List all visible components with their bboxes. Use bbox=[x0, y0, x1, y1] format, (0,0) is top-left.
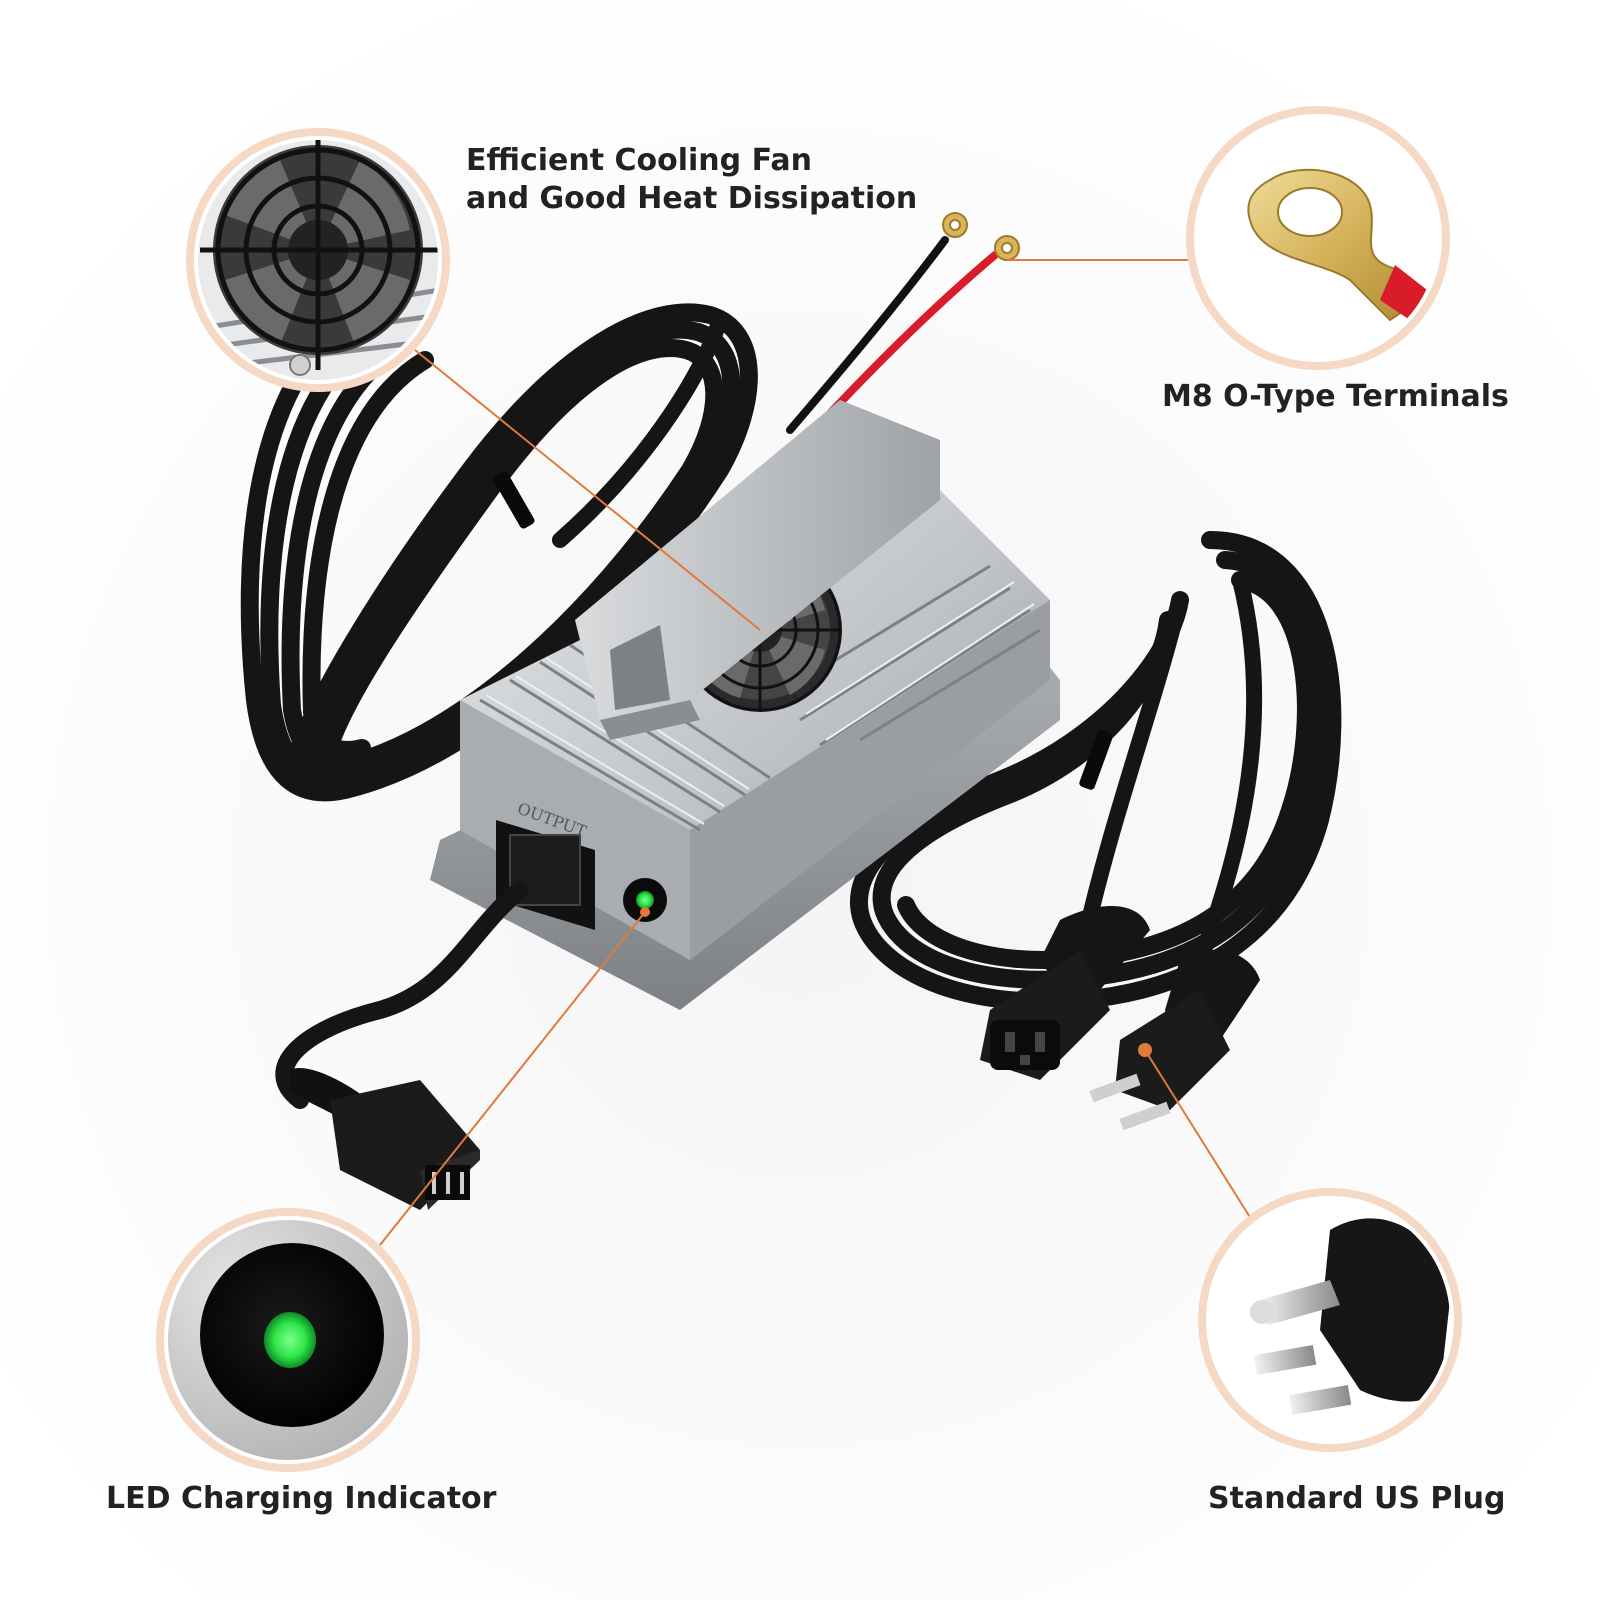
cable-tie bbox=[1079, 730, 1113, 790]
dc-cable-coil bbox=[240, 291, 758, 802]
led-indicator-icon bbox=[636, 891, 654, 909]
terminal-callout-label: M8 O-Type Terminals bbox=[1162, 379, 1509, 414]
callout-leaders bbox=[379, 259, 1259, 1246]
led-callout-label: LED Charging Indicator bbox=[106, 1481, 497, 1516]
fan-inset bbox=[186, 128, 450, 392]
plug-callout-label: Standard US Plug bbox=[1208, 1481, 1506, 1516]
iec-c14-connector bbox=[290, 1068, 480, 1210]
ring-terminal-inset bbox=[1186, 106, 1450, 370]
fan-callout-label: Efficient Cooling Fan and Good Heat Diss… bbox=[466, 142, 917, 218]
ac-cable-coil bbox=[849, 531, 1342, 1011]
ring-terminal-small bbox=[942, 212, 1020, 261]
us-plug-connector bbox=[1089, 949, 1260, 1131]
iec-c13-connector bbox=[980, 906, 1150, 1080]
output-cable bbox=[275, 881, 529, 1109]
fan-callout-line-1: Efficient Cooling Fan bbox=[466, 143, 812, 178]
charger-body: OUTPUT bbox=[430, 400, 1060, 1010]
cable-tie bbox=[493, 471, 535, 529]
fan-callout-line-2: and Good Heat Dissipation bbox=[466, 181, 918, 216]
us-plug-inset bbox=[1198, 1188, 1462, 1452]
led-inset bbox=[156, 1208, 420, 1472]
